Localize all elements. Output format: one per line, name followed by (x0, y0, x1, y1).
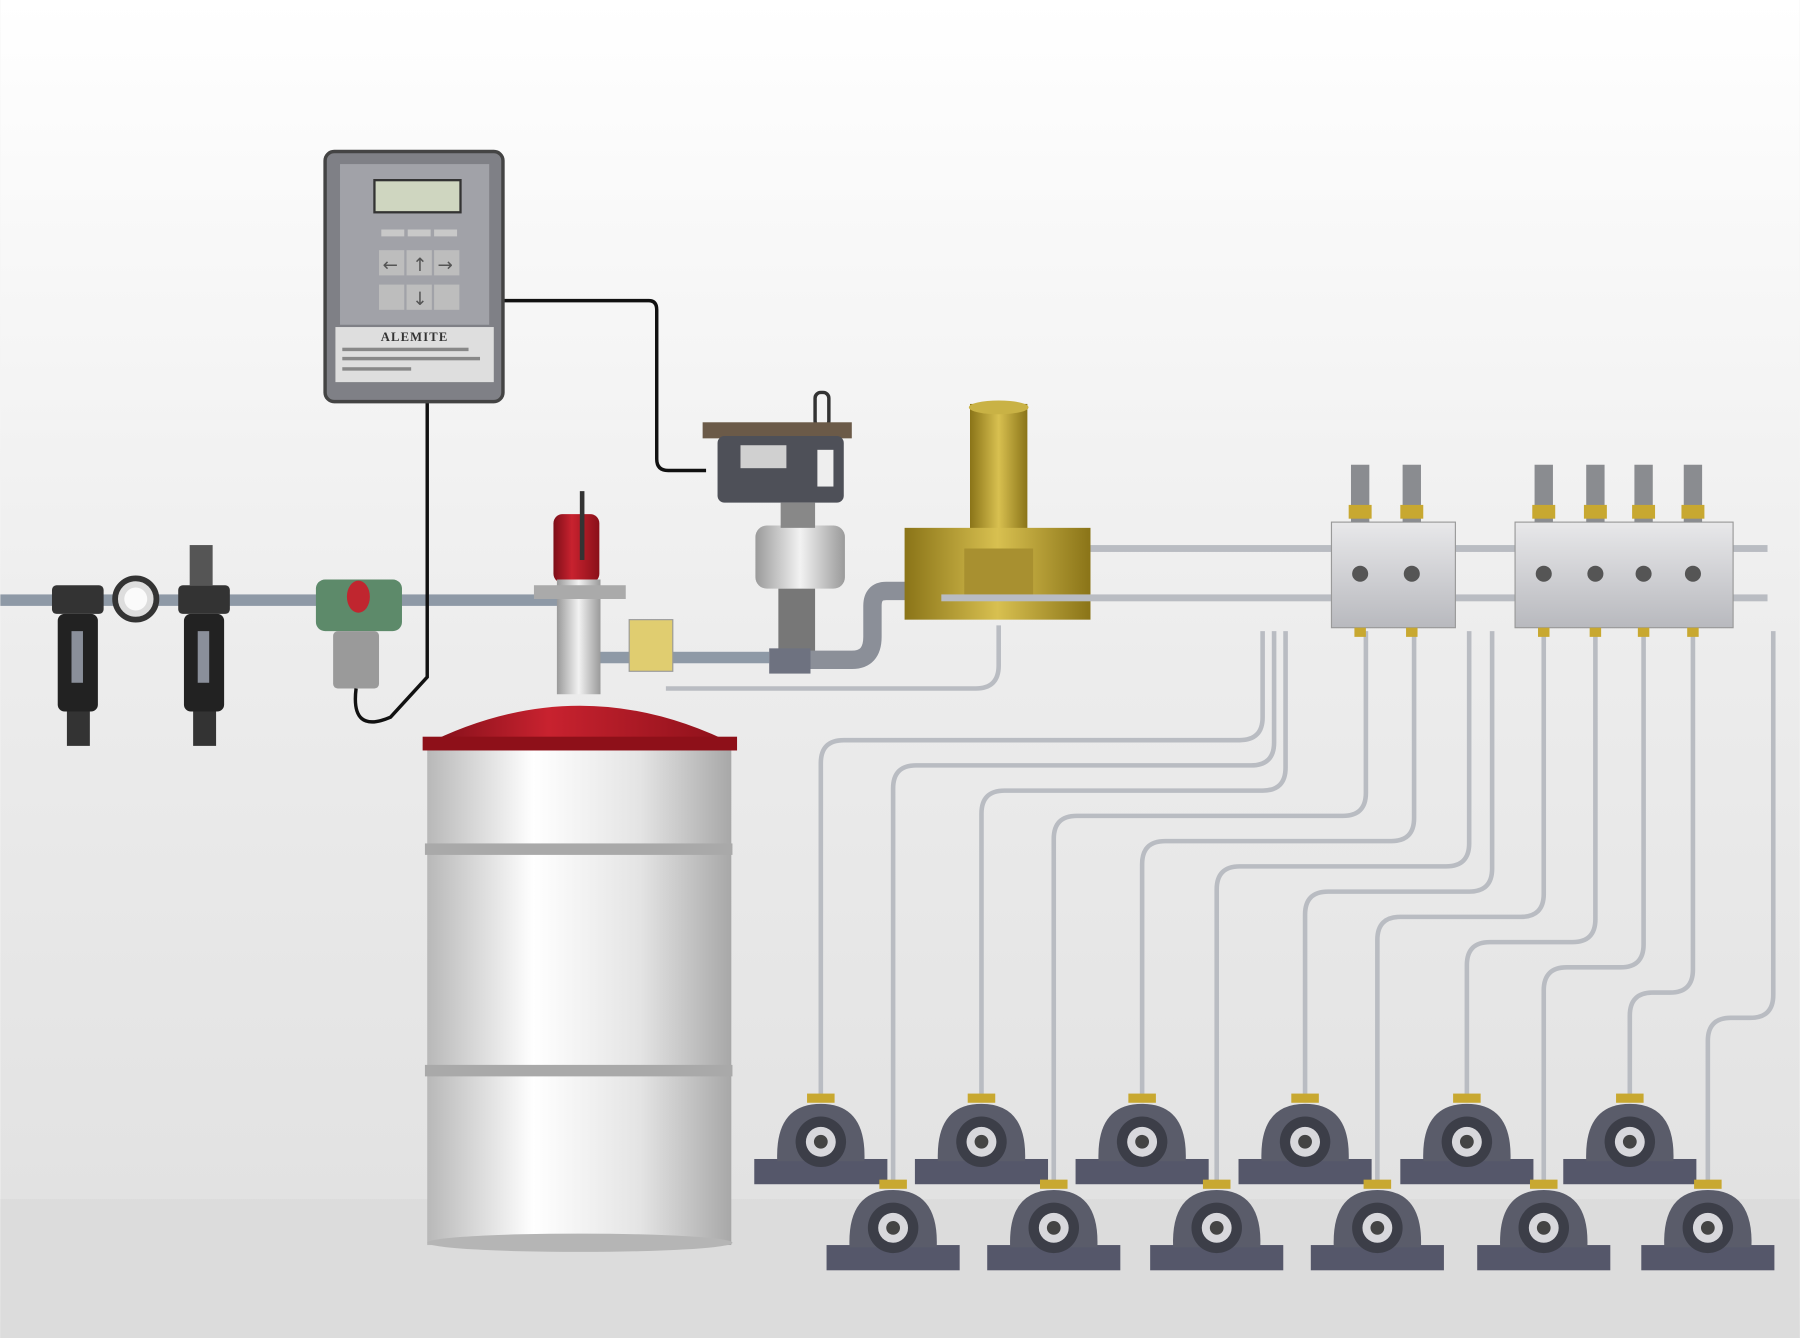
pillow-block-bearing[interactable] (1075, 1093, 1209, 1185)
pillow-block-bearing[interactable] (1477, 1179, 1611, 1271)
manifold-valve[interactable] (665, 400, 1091, 691)
outlet-fitting (1538, 627, 1550, 637)
left-arrow-button[interactable] (379, 250, 405, 276)
left-arrow-icon: ← (382, 255, 397, 276)
air-line-to-pump (597, 651, 770, 664)
right-arrow-icon: → (438, 255, 453, 276)
lube-line (1541, 631, 1646, 1182)
outlet-fitting (1406, 627, 1418, 637)
minus-button[interactable] (379, 284, 405, 310)
grease-drum (422, 705, 738, 1252)
grease-fitting (879, 1179, 907, 1189)
outlet-port (1684, 565, 1701, 582)
air-lubricator[interactable] (178, 545, 230, 746)
lube-line (818, 631, 1265, 1096)
pump[interactable] (533, 491, 674, 695)
lube-line (1051, 631, 1369, 1182)
grease-fitting (1616, 1093, 1644, 1103)
cycle-indicator-pin (1532, 464, 1556, 523)
lube-line (1375, 631, 1547, 1182)
pressure-switch[interactable] (702, 390, 852, 652)
grease-fitting (1202, 1179, 1231, 1189)
cycle-indicator-pin (1583, 464, 1607, 523)
down-arrow-icon: ↓ (412, 289, 427, 310)
outlet-port (1635, 565, 1652, 582)
grease-fitting (1453, 1093, 1481, 1103)
cycle-indicator-pin (1632, 464, 1656, 523)
controller[interactable]: ← ↑ → ↓ ALEMITE (323, 149, 707, 473)
grease-fitting (967, 1093, 996, 1103)
cycle-indicator-pin (1400, 464, 1424, 523)
lube-line (1139, 631, 1417, 1096)
air-filter[interactable] (51, 585, 104, 746)
outlet-port (1403, 565, 1420, 582)
lube-line (1627, 631, 1696, 1096)
pillow-block-bearing[interactable] (1563, 1093, 1697, 1185)
right-arrow-button[interactable] (434, 250, 460, 276)
lube-line (1464, 631, 1598, 1096)
controller-cable (499, 298, 707, 473)
cycle-indicator-pin (1681, 464, 1705, 523)
outlet-fitting (1589, 627, 1602, 637)
controller-display (373, 179, 462, 214)
lube-line (1214, 631, 1472, 1182)
lube-line (979, 631, 1288, 1096)
pillow-block-bearing[interactable] (914, 1093, 1049, 1185)
solenoid-valve[interactable] (315, 395, 429, 724)
outlet-fitting (1687, 627, 1699, 637)
controller-softkey-3[interactable] (434, 229, 458, 237)
pillow-block-bearing[interactable] (826, 1179, 960, 1271)
grease-fitting (807, 1093, 835, 1103)
lube-line (890, 631, 1277, 1182)
outlet-port (1352, 565, 1369, 582)
air-supply-line (0, 594, 598, 606)
pillow-block-bearing[interactable] (1150, 1179, 1284, 1271)
grease-fitting (1291, 1093, 1319, 1103)
divider-block-1[interactable] (1330, 464, 1456, 637)
grease-fitting (1128, 1093, 1156, 1103)
grease-fitting (1363, 1179, 1392, 1189)
pillow-block-bearing[interactable] (1310, 1179, 1444, 1271)
pillow-block-bearing[interactable] (1238, 1093, 1372, 1185)
grease-fitting (1529, 1179, 1558, 1189)
lube-line (1302, 631, 1495, 1096)
grease-fitting (1694, 1179, 1722, 1189)
controller-brand: ALEMITE (381, 330, 449, 344)
controller-nameplate (335, 327, 494, 383)
up-arrow-icon: ↑ (412, 255, 427, 276)
air-regulator[interactable] (112, 575, 160, 623)
pump-junction-box (628, 619, 674, 672)
outlet-fitting (1354, 627, 1366, 637)
lube-tubing (818, 631, 1776, 1182)
cycle-indicator-pin (1348, 464, 1372, 523)
outlet-port (1587, 565, 1604, 582)
pillow-block-bearing[interactable] (987, 1179, 1121, 1271)
up-arrow-button[interactable] (406, 250, 432, 276)
outlet-port (1535, 565, 1552, 582)
outlet-fitting (1637, 627, 1650, 637)
down-arrow-button[interactable] (406, 284, 432, 310)
vent-valve[interactable] (769, 581, 907, 674)
pillow-block-bearing[interactable] (754, 1093, 888, 1185)
plus-button[interactable] (434, 284, 460, 310)
pillow-block-bearing[interactable] (1400, 1093, 1534, 1185)
controller-softkey-1[interactable] (381, 229, 405, 237)
controller-softkey-2[interactable] (407, 229, 431, 237)
pillow-block-bearing[interactable] (1641, 1179, 1775, 1271)
divider-block-2[interactable] (1514, 464, 1734, 637)
grease-fitting (1039, 1179, 1068, 1189)
pressure-sensor-body (755, 525, 845, 589)
lube-line (1705, 631, 1776, 1182)
